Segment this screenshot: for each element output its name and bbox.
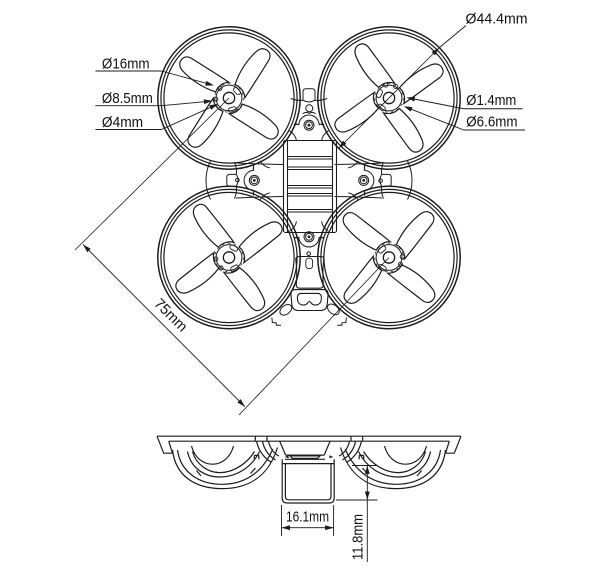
- svg-text:Ø4mm: Ø4mm: [102, 115, 143, 131]
- svg-text:Ø6.6mm: Ø6.6mm: [466, 115, 517, 131]
- svg-text:75mm: 75mm: [151, 296, 191, 336]
- svg-text:Ø16mm: Ø16mm: [102, 56, 150, 72]
- svg-text:11.8mm: 11.8mm: [351, 514, 367, 560]
- svg-text:Ø44.4mm: Ø44.4mm: [466, 12, 528, 28]
- svg-text:16.1mm: 16.1mm: [286, 510, 329, 526]
- svg-text:Ø8.5mm: Ø8.5mm: [102, 91, 153, 107]
- svg-text:Ø1.4mm: Ø1.4mm: [466, 93, 516, 109]
